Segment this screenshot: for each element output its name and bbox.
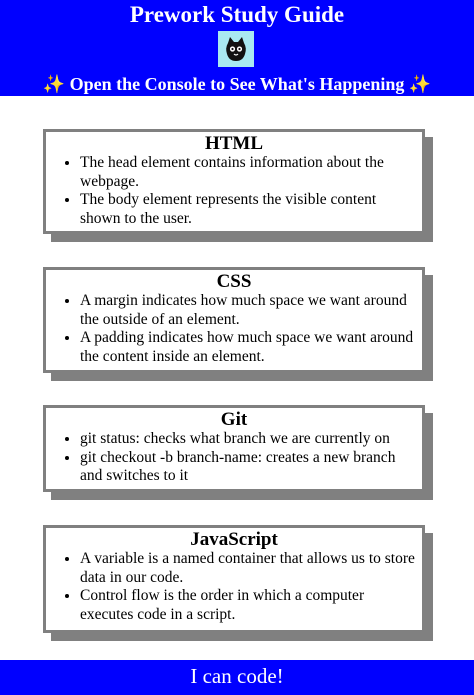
card-html: HTML The head element contains informati…	[43, 129, 425, 234]
card-title: JavaScript	[190, 529, 278, 550]
card-title: Git	[220, 409, 248, 430]
list-item: The body element represents the visible …	[80, 191, 422, 228]
card-git: Git git status: checks what branch we ar…	[43, 405, 425, 492]
console-note: ✨ Open the Console to See What's Happeni…	[0, 71, 474, 97]
card-title: HTML	[204, 133, 264, 154]
card-list: git status: checks what branch we are cu…	[46, 430, 422, 486]
card-list: The head element contains information ab…	[46, 154, 422, 228]
footer-text: I can code!	[190, 664, 284, 688]
card-css: CSS A margin indicates how much space we…	[43, 267, 425, 373]
card-javascript: JavaScript A variable is a named contain…	[43, 525, 425, 633]
list-item: git checkout -b branch-name: creates a n…	[80, 449, 422, 486]
console-note-text: Open the Console to See What's Happening	[69, 74, 405, 94]
sparkle-icon: ✨	[408, 74, 432, 94]
sparkle-icon: ✨	[42, 74, 66, 94]
list-item: Control flow is the order in which a com…	[80, 587, 422, 624]
list-item: git status: checks what branch we are cu…	[80, 430, 422, 449]
list-item: A variable is a named container that all…	[80, 550, 422, 587]
page-header: Prework Study Guide ✨ Open the Console t…	[0, 0, 474, 96]
cat-logo-icon	[218, 31, 254, 67]
list-item: A padding indicates how much space we wa…	[80, 329, 422, 366]
page-title: Prework Study Guide	[129, 2, 345, 27]
card-list: A variable is a named container that all…	[46, 550, 422, 624]
card-list: A margin indicates how much space we wan…	[46, 292, 422, 366]
list-item: A margin indicates how much space we wan…	[80, 292, 422, 329]
list-item: The head element contains information ab…	[80, 154, 422, 191]
card-title: CSS	[216, 271, 252, 292]
page-footer: I can code!	[0, 660, 474, 695]
